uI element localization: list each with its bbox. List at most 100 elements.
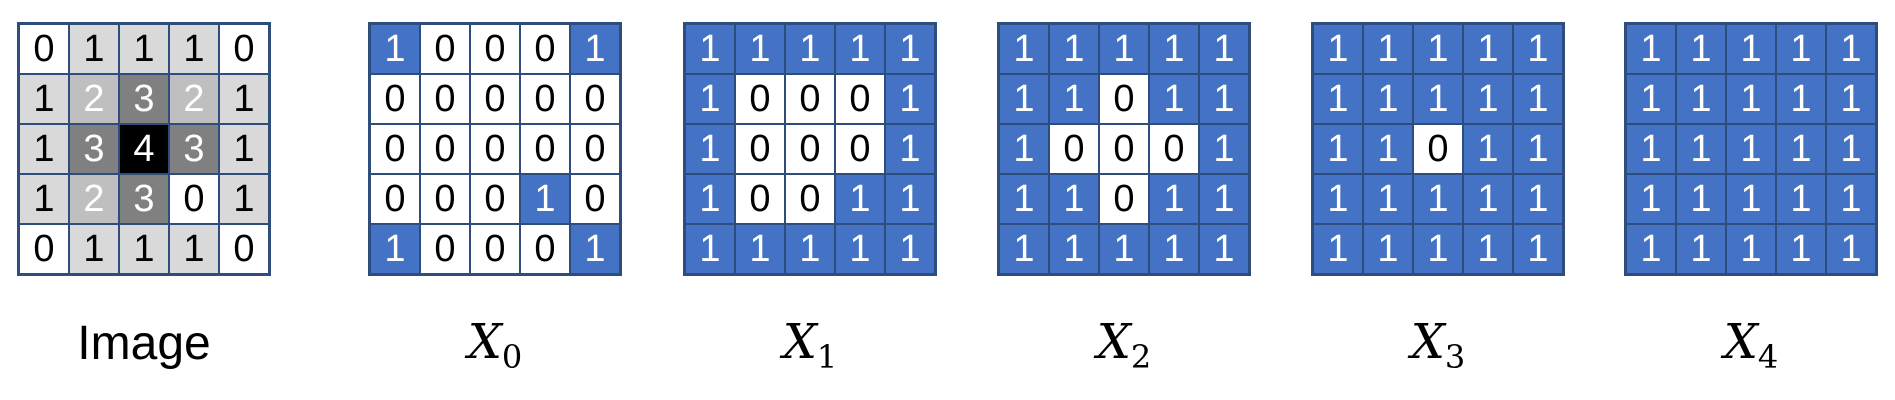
- x1-cell: 0: [785, 124, 835, 174]
- image-cell: 1: [69, 24, 119, 74]
- x0-label: X0: [370, 318, 620, 373]
- x2-cell: 1: [1099, 224, 1149, 274]
- x4-cell: 1: [1826, 24, 1876, 74]
- image-label: Image: [77, 317, 211, 370]
- x4-cell: 1: [1626, 24, 1676, 74]
- x4-cell: 1: [1776, 174, 1826, 224]
- x0-cell: 0: [570, 174, 620, 224]
- x4-cell: 1: [1676, 174, 1726, 224]
- image-cell: 1: [19, 174, 69, 224]
- x3-label: X3: [1313, 318, 1563, 373]
- x1-cell: 1: [835, 24, 885, 74]
- x1-cell: 1: [685, 224, 735, 274]
- x3-cell: 1: [1313, 74, 1363, 124]
- image-cell: 0: [19, 24, 69, 74]
- x2-cell: 1: [999, 174, 1049, 224]
- x4-cell: 1: [1626, 224, 1676, 274]
- x1-cell: 1: [785, 24, 835, 74]
- x4-label: X4: [1626, 318, 1876, 373]
- x3-cell: 1: [1513, 24, 1563, 74]
- x1-cell: 0: [735, 124, 785, 174]
- x2-cell: 0: [1099, 174, 1149, 224]
- x1-cell: 0: [785, 74, 835, 124]
- x3-cell: 1: [1363, 74, 1413, 124]
- x2-cell: 1: [1199, 24, 1249, 74]
- image-cell: 1: [19, 74, 69, 124]
- x0-cell: 0: [570, 74, 620, 124]
- x2-cell: 0: [1149, 124, 1199, 174]
- x3-cell: 1: [1313, 24, 1363, 74]
- x2-label: X2: [999, 318, 1249, 373]
- x2-cell: 1: [1199, 124, 1249, 174]
- x0-cell: 0: [470, 24, 520, 74]
- x3-cell: 1: [1413, 24, 1463, 74]
- x0-cell: 1: [570, 24, 620, 74]
- x0-cell: 0: [420, 174, 470, 224]
- x2-cell: 1: [999, 24, 1049, 74]
- image-cell: 1: [219, 174, 269, 224]
- x1-cell: 0: [735, 74, 785, 124]
- x1-cell: 0: [835, 74, 885, 124]
- x4-cell: 1: [1826, 224, 1876, 274]
- x3-cell: 1: [1513, 124, 1563, 174]
- x2-cell: 1: [1049, 74, 1099, 124]
- x0-label-sub: 0: [501, 338, 523, 376]
- x3-cell: 1: [1513, 74, 1563, 124]
- x2-cell: 0: [1099, 74, 1149, 124]
- x4-cell: 1: [1676, 24, 1726, 74]
- x3-cell: 1: [1463, 124, 1513, 174]
- x0-cell: 0: [470, 174, 520, 224]
- x0-cell: 0: [520, 74, 570, 124]
- x0-cell: 0: [470, 124, 520, 174]
- x2-cell: 1: [1049, 174, 1099, 224]
- x2-cell: 1: [1049, 24, 1099, 74]
- x0-cell: 0: [370, 74, 420, 124]
- x2-cell: 1: [999, 124, 1049, 174]
- x2-cell: 0: [1099, 124, 1149, 174]
- x0-cell: 0: [520, 24, 570, 74]
- x3-cell: 1: [1463, 224, 1513, 274]
- x4-cell: 1: [1776, 124, 1826, 174]
- x4-cell: 1: [1676, 224, 1726, 274]
- image-cell: 3: [119, 174, 169, 224]
- x0-cell: 0: [420, 74, 470, 124]
- x4-cell: 1: [1776, 74, 1826, 124]
- x4-cell: 1: [1826, 124, 1876, 174]
- x2-cell: 1: [1199, 174, 1249, 224]
- x3-cell: 1: [1313, 124, 1363, 174]
- x0-cell: 0: [420, 124, 470, 174]
- x1-label-main: X: [782, 314, 817, 370]
- x2-cell: 1: [1149, 224, 1199, 274]
- image-cell: 0: [219, 24, 269, 74]
- image-cell: 2: [169, 74, 219, 124]
- x4-cell: 1: [1826, 74, 1876, 124]
- x4-cell: 1: [1726, 174, 1776, 224]
- x0-cell: 0: [520, 224, 570, 274]
- image-cell: 2: [69, 74, 119, 124]
- x1-cell: 1: [685, 74, 735, 124]
- x4-cell: 1: [1776, 24, 1826, 74]
- x2-label-sub: 2: [1130, 338, 1152, 376]
- image-cell: 0: [219, 224, 269, 274]
- x1-cell: 1: [885, 124, 935, 174]
- x3-cell: 1: [1463, 24, 1513, 74]
- x2-cell: 1: [1199, 224, 1249, 274]
- x0-cell: 0: [420, 24, 470, 74]
- x3-cell: 1: [1313, 174, 1363, 224]
- x3-cell: 1: [1413, 74, 1463, 124]
- image-cell: 2: [69, 174, 119, 224]
- x3-cell: 1: [1463, 174, 1513, 224]
- x4-cell: 1: [1776, 224, 1826, 274]
- x4-cell: 1: [1726, 24, 1776, 74]
- x2-cell: 1: [1049, 224, 1099, 274]
- x1-cell: 0: [735, 174, 785, 224]
- x1-cell: 1: [685, 24, 735, 74]
